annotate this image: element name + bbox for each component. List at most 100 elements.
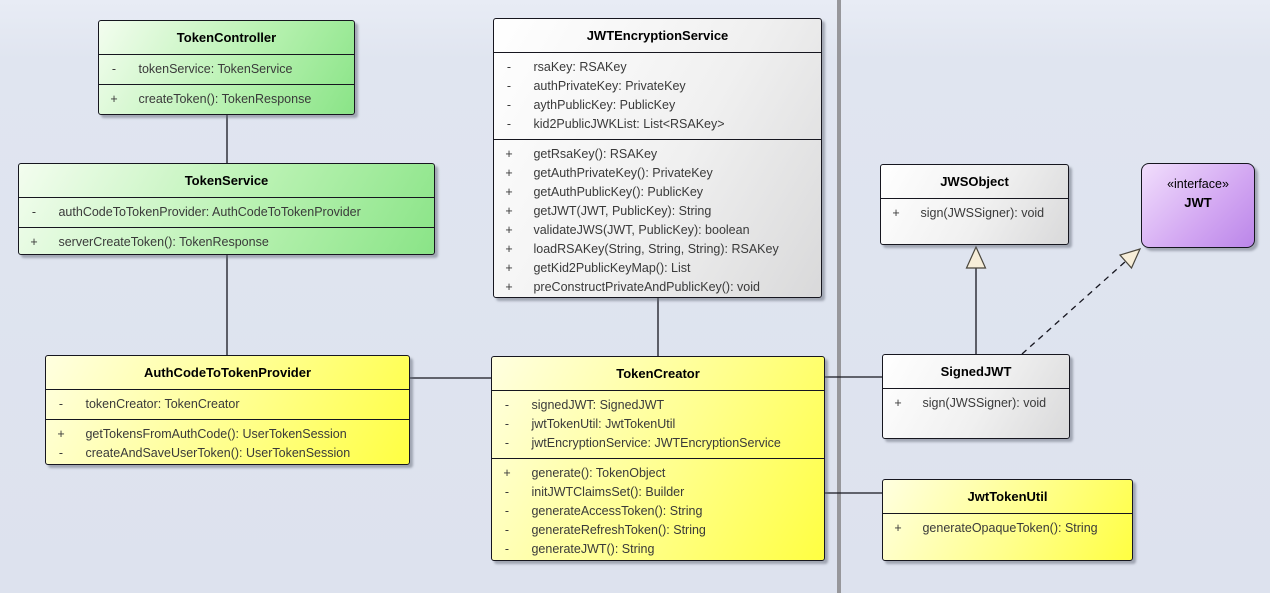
edge-signedjwt-extends-jwsobject[interactable] [965,245,987,354]
realization-arrow [1118,248,1142,270]
method-text: validateJWS(JWT, PublicKey): boolean [533,223,750,237]
methods-compartment: + createToken(): TokenResponse [99,84,354,114]
method-text: loadRSAKey(String, String, String): RSAK… [533,242,779,256]
class-title: JWTEncryptionService [586,28,729,43]
class-title: TokenService [184,173,269,188]
visibility-marker: + [505,242,513,256]
visibility-marker: - [504,398,510,412]
attributes-compartment: - tokenService: TokenService [99,54,354,84]
methods-compartment: + serverCreateToken(): TokenResponse [19,227,434,254]
vertical-divider-line [837,0,841,593]
visibility-marker: + [505,280,513,294]
visibility-marker: - [31,205,37,219]
attribute-text: jwtTokenUtil: JwtTokenUtil [531,417,676,431]
attribute-row: - authPrivateKey: PrivateKey [494,77,821,96]
visibility-marker: + [110,92,118,106]
visibility-marker: - [504,485,510,499]
class-token-creator[interactable]: TokenCreator - signedJWT: SignedJWT - jw… [491,356,825,561]
method-row: + createToken(): TokenResponse [99,90,354,109]
visibility-marker: - [506,98,512,112]
visibility-marker: + [505,223,513,237]
attribute-text: authCodeToTokenProvider: AuthCodeToToken… [58,205,361,219]
attribute-text: kid2PublicJWKList: List<RSAKey> [533,117,725,131]
method-text: preConstructPrivateAndPublicKey(): void [533,280,760,294]
method-text: createAndSaveUserToken(): UserTokenSessi… [85,446,351,460]
method-row: + generateOpaqueToken(): String [883,519,1132,538]
visibility-marker: - [58,397,64,411]
method-row: + sign(JWSSigner): void [883,394,1069,413]
method-text: getKid2PublicKeyMap(): List [533,261,691,275]
class-jwt-token-util[interactable]: JwtTokenUtil + generateOpaqueToken(): St… [882,479,1133,561]
methods-compartment: + generate(): TokenObject - initJWTClaim… [492,458,824,560]
method-text: generateJWT(): String [531,542,655,556]
visibility-marker: + [505,185,513,199]
visibility-marker: + [505,147,513,161]
class-signed-jwt[interactable]: SignedJWT + sign(JWSSigner): void [882,354,1070,439]
visibility-marker: + [30,235,38,249]
method-row: + getTokensFromAuthCode(): UserTokenSess… [46,425,409,444]
class-jws-object[interactable]: JWSObject + sign(JWSSigner): void [880,164,1069,245]
attribute-row: - authCodeToTokenProvider: AuthCodeToTok… [19,203,434,222]
visibility-marker: + [505,166,513,180]
visibility-marker: - [506,117,512,131]
method-text: generate(): TokenObject [531,466,666,480]
class-title: TokenController [176,30,277,45]
attribute-row: - kid2PublicJWKList: List<RSAKey> [494,115,821,134]
edge-signedjwt-implements-jwt[interactable] [1021,248,1142,355]
method-row: + getAuthPrivateKey(): PrivateKey [494,164,821,183]
attribute-text: signedJWT: SignedJWT [531,398,665,412]
class-token-service[interactable]: TokenService - authCodeToTokenProvider: … [18,163,435,255]
method-row: + serverCreateToken(): TokenResponse [19,233,434,252]
class-auth-code-to-token-provider[interactable]: AuthCodeToTokenProvider - tokenCreator: … [45,355,410,465]
method-row: + preConstructPrivateAndPublicKey(): voi… [494,278,821,297]
class-jwt-interface[interactable]: «interface» JWT [1141,163,1255,248]
attribute-row: - aythPublicKey: PublicKey [494,96,821,115]
method-row: - createAndSaveUserToken(): UserTokenSes… [46,444,409,463]
visibility-marker: - [504,436,510,450]
visibility-marker: - [506,79,512,93]
attributes-compartment: - rsaKey: RSAKey - authPrivateKey: Priva… [494,52,821,139]
visibility-marker: + [894,521,902,535]
methods-compartment: + getRsaKey(): RSAKey + getAuthPrivateKe… [494,139,821,297]
visibility-marker: + [505,261,513,275]
class-token-controller[interactable]: TokenController - tokenService: TokenSer… [98,20,355,115]
method-row: + getKid2PublicKeyMap(): List [494,259,821,278]
generalization-arrow [965,245,987,269]
method-row: + getAuthPublicKey(): PublicKey [494,183,821,202]
attribute-text: jwtEncryptionService: JWTEncryptionServi… [531,436,781,450]
method-text: generateRefreshToken(): String [531,523,706,537]
attributes-compartment: - authCodeToTokenProvider: AuthCodeToTok… [19,197,434,227]
attribute-text: aythPublicKey: PublicKey [533,98,676,112]
method-text: getRsaKey(): RSAKey [533,147,658,161]
visibility-marker: - [504,542,510,556]
methods-compartment: + getTokensFromAuthCode(): UserTokenSess… [46,419,409,464]
method-text: createToken(): TokenResponse [138,92,312,106]
method-text: serverCreateToken(): TokenResponse [58,235,269,249]
method-text: initJWTClaimsSet(): Builder [531,485,685,499]
visibility-marker: + [894,396,902,410]
attributes-compartment: - signedJWT: SignedJWT - jwtTokenUtil: J… [492,390,824,458]
method-row: - generateAccessToken(): String [492,502,824,521]
methods-compartment: + sign(JWSSigner): void [883,388,1069,418]
method-text: generateOpaqueToken(): String [922,521,1098,535]
class-title: TokenCreator [616,366,700,381]
stereotype-label: «interface» [1167,177,1229,191]
visibility-marker: - [504,523,510,537]
class-title: JWT [1184,195,1212,210]
class-title: AuthCodeToTokenProvider [143,365,312,380]
class-title: JWSObject [940,174,1009,189]
methods-compartment: + sign(JWSSigner): void [881,198,1068,228]
attribute-text: rsaKey: RSAKey [533,60,627,74]
attribute-row: - jwtEncryptionService: JWTEncryptionSer… [492,434,824,453]
attribute-row: - tokenService: TokenService [99,60,354,79]
method-row: - generateRefreshToken(): String [492,521,824,540]
attribute-row: - tokenCreator: TokenCreator [46,395,409,414]
class-jwt-encryption-service[interactable]: JWTEncryptionService - rsaKey: RSAKey - … [493,18,822,298]
visibility-marker: - [111,62,117,76]
method-row: - generateJWT(): String [492,540,824,559]
methods-compartment: + generateOpaqueToken(): String [883,513,1132,543]
visibility-marker: + [505,204,513,218]
visibility-marker: - [58,446,64,460]
